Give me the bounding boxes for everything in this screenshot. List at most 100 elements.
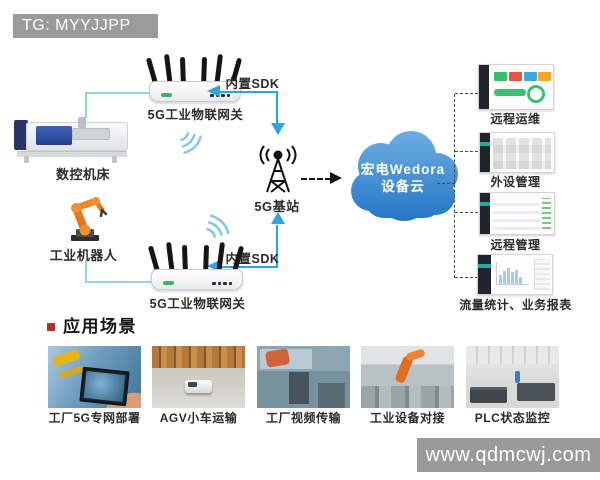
cnc-arm [72,128,110,140]
app-image-plc-monitoring [466,346,559,408]
dashboard-tile [524,72,537,81]
mini-side-panel [534,259,550,290]
router-led [163,281,174,285]
robot-label: 工业机器人 [49,248,118,263]
arrow-up-icon [271,212,285,224]
wire-top-vertical [85,92,87,118]
wire-top-horizontal [85,92,149,94]
mini-bar [519,277,522,284]
app-label: 工厂5G专网部署 [48,411,141,425]
router-ports [212,281,232,285]
panel-image-peripheral-mgmt [479,132,555,173]
blue-line [220,266,278,269]
app-label: 工业设备对接 [369,411,445,425]
watermark: www.qdmcwj.com [417,438,600,472]
blue-line [220,91,278,94]
dashed-branch [455,277,478,278]
mini-bar [511,272,514,284]
app-image-equipment-docking [361,346,454,408]
mini-sidebar [478,255,491,294]
sidebar-highlight [480,202,490,206]
app-image-factory-5g-network [48,346,141,408]
app-label: 工厂视频传输 [265,411,341,425]
cnc-leg [24,156,29,163]
router-body [151,269,243,290]
base-station-icon [259,145,297,193]
base-station-label: 5G基站 [254,199,300,214]
dashed-spine [454,94,455,278]
mini-sidebar [480,133,490,172]
thumb-tablet-shape [79,366,130,407]
dashed-arrow-line [301,178,331,180]
panel-image-traffic-stats [477,254,553,295]
panel-label: 外设管理 [490,175,541,189]
arrow-right-icon [330,172,342,184]
gateway-bottom-image [147,240,244,290]
thumb-machine [289,372,309,404]
sidebar-highlight [480,142,490,146]
dashboard-bar [494,89,526,96]
mini-content-lines [493,198,540,230]
blue-line [276,92,279,124]
panel-label: 远程管理 [490,238,541,252]
thumb-machine [318,383,345,408]
app-label: PLC状态监控 [474,411,551,425]
mini-sidebar [480,193,490,234]
app-image-video-transmission [257,346,350,408]
panel-label: 流量统计、业务报表 [459,298,572,312]
mini-sidebar [479,65,489,109]
mini-bar [507,268,510,284]
mini-bar [499,275,502,284]
thumb-machines [361,386,454,408]
dashboard-tile [538,72,551,81]
applications-heading: 应用场景 [63,317,137,336]
wifi-wave-icon [180,132,202,154]
panel-image-remote-mgmt [479,192,555,235]
app-image-agv-transport [152,346,245,408]
arrow-left-icon [207,85,220,97]
mini-bar [515,270,518,284]
wire-bottom-vertical [85,261,87,283]
arrow-down-icon [271,123,285,135]
mini-status-column [542,198,551,229]
dashboard-tile [494,72,507,81]
cnc-control-panel [14,120,28,150]
mini-table [493,138,551,169]
dashboard-donut [527,85,545,103]
cnc-table [17,151,127,157]
wire-bottom-horizontal [85,281,153,283]
sdk-top-label: 内置SDK [225,77,280,91]
mini-bar [503,271,506,284]
thumb-machine [470,387,507,403]
cnc-blue-unit [36,126,72,145]
cloud-label-line2: 设备云 [381,179,425,194]
sidebar-highlight [478,264,491,268]
gateway-top-label: 5G工业物联网关 [147,108,244,122]
cloud-label: 宏电Wedora 设备云 [344,161,462,195]
header-badge: TG: MYYJJPP [13,14,158,38]
gateway-bottom-label: 5G工业物联网关 [149,297,246,311]
cnc-machine-image [14,114,130,164]
cloud-icon [351,131,458,221]
cloud-label-line1: 宏电Wedora [360,162,446,177]
cnc-leg [112,156,117,163]
dashboard-tile [509,72,522,81]
app-label: AGV小车运输 [159,411,238,425]
thumb-ceiling [466,346,559,364]
thumb-agv-cart [185,380,212,393]
wifi-wave-icon [206,214,230,238]
router-led [161,93,172,97]
dashed-branch [437,183,455,184]
cnc-label: 数控机床 [55,167,110,182]
panel-label: 远程运维 [490,112,541,126]
dashed-branch [455,93,478,94]
thumb-worker [515,371,520,383]
panel-image-remote-ops [478,64,554,110]
section-bullet-icon [47,323,55,331]
thumb-machine [517,383,555,401]
cnc-spindle [78,117,86,128]
thumb-shelving [152,346,245,368]
dashed-branch [455,212,478,213]
blue-line [276,225,279,268]
